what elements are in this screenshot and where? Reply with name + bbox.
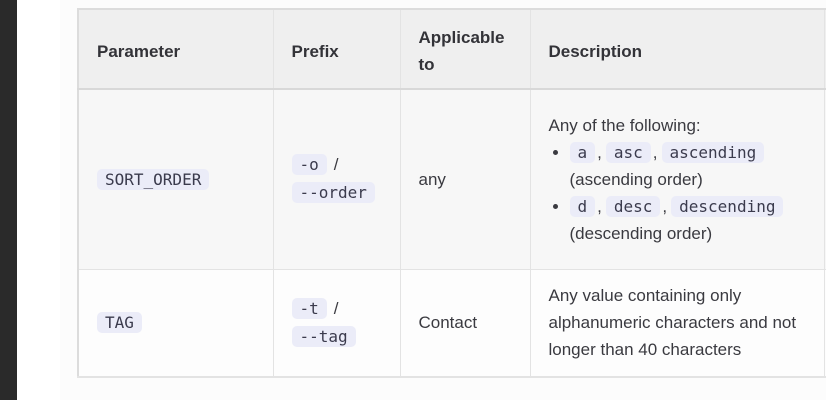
col-header-applicable-to: Applicable to: [400, 9, 531, 90]
prefix-short-chip: -t: [291, 297, 327, 319]
parameter-cell: SORT_ORDER: [78, 89, 274, 270]
description-cell: Any of the following: a,asc,ascending (a…: [530, 89, 825, 270]
parameter-code-chip: TAG: [97, 312, 142, 334]
comma-separator: ,: [652, 142, 658, 162]
comma-separator: ,: [662, 196, 668, 216]
bullet-item-descending: d,desc,descending (descending order): [569, 193, 806, 247]
description-list: a,asc,ascending (ascending order) d,desc…: [549, 139, 806, 247]
comma-separator: ,: [597, 142, 602, 162]
prefix-separator: /: [333, 155, 339, 175]
bullet-note: (descending order): [569, 223, 713, 243]
prefix-short-line: -o /: [291, 151, 382, 179]
code-chip: d: [569, 195, 596, 217]
applicable-to-cell: any: [400, 89, 531, 270]
table-container: Parameter Prefix Applicable to Descripti…: [77, 8, 826, 380]
comma-separator: ,: [597, 196, 602, 216]
parameters-table: Parameter Prefix Applicable to Descripti…: [77, 8, 826, 378]
prefix-short-line: -t /: [291, 295, 382, 323]
code-chip: descending: [671, 195, 784, 217]
parameter-code-chip: SORT_ORDER: [97, 168, 210, 190]
bullet-item-ascending: a,asc,ascending (ascending order): [569, 139, 806, 193]
content-area: Parameter Prefix Applicable to Descripti…: [60, 0, 826, 400]
col-header-filler: [824, 9, 826, 90]
left-edge-panel: [0, 0, 17, 400]
bullet-note: (ascending order): [569, 169, 703, 189]
filler-cell: [824, 269, 826, 378]
col-header-prefix: Prefix: [273, 9, 401, 90]
col-header-parameter: Parameter: [78, 9, 274, 90]
table-row-tag: TAG -t / --tag Contact Any value containi…: [78, 269, 826, 378]
table-header-row: Parameter Prefix Applicable to Descripti…: [78, 9, 826, 90]
col-header-description: Description: [530, 9, 825, 90]
filler-cell: [824, 89, 826, 270]
prefix-cell: -o / --order: [273, 89, 401, 270]
prefix-long-line: --tag: [291, 323, 382, 351]
code-chip: desc: [605, 195, 661, 217]
prefix-short-chip: -o: [291, 154, 327, 176]
description-intro: Any of the following:: [548, 115, 701, 135]
code-chip: a: [569, 141, 596, 163]
description-cell: Any value containing only alphanumeric c…: [530, 269, 825, 378]
code-chip: asc: [605, 141, 651, 163]
prefix-long-chip: --tag: [291, 325, 356, 347]
prefix-long-line: --order: [291, 179, 382, 207]
parameter-cell: TAG: [78, 269, 274, 378]
prefix-cell: -t / --tag: [273, 269, 401, 378]
code-chip: ascending: [661, 141, 765, 163]
prefix-separator: /: [333, 298, 339, 318]
prefix-long-chip: --order: [291, 182, 375, 204]
applicable-to-cell: Contact: [400, 269, 531, 378]
table-row-sort-order: SORT_ORDER -o / --order any Any of the fo…: [78, 89, 826, 270]
